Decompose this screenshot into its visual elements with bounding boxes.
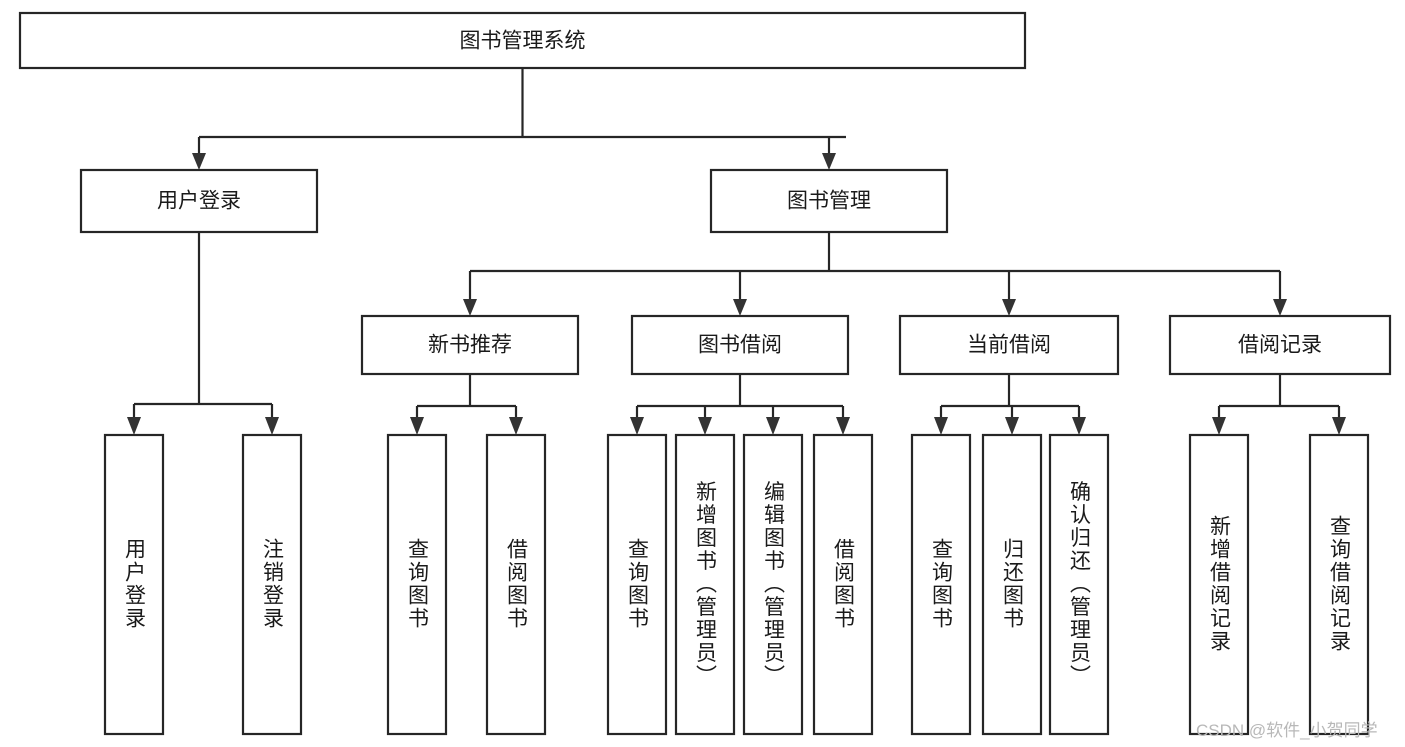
node-leaf-edit-book-label: 编辑图书（管理员） <box>762 481 786 688</box>
node-book-borrow[interactable]: 图书借阅 <box>630 314 850 376</box>
arrow-to-borrow-record <box>1273 299 1287 316</box>
node-user-login[interactable]: 用户登录 <box>79 168 319 234</box>
node-leaf-confirm-return-box[interactable] <box>1048 433 1110 736</box>
node-book-borrow-box[interactable] <box>630 314 850 376</box>
node-new-book-recommend-label: 新书推荐 <box>428 334 512 357</box>
node-leaf-query-book-1-label: 查询图书 <box>406 538 430 630</box>
arrow-to-leaf-query-book-2 <box>630 417 644 435</box>
arrow-to-new-book-recommend <box>463 299 477 316</box>
arrow-to-leaf-query-record <box>1332 417 1346 435</box>
node-leaf-add-book[interactable]: 新增图书（管理员） <box>674 433 736 736</box>
node-leaf-logout-box[interactable] <box>241 433 303 736</box>
node-leaf-user-login-box[interactable] <box>103 433 165 736</box>
node-root-label: 图书管理系统 <box>460 30 586 53</box>
arrow-to-leaf-borrow-book-2 <box>836 417 850 435</box>
node-leaf-query-book-2-label: 查询图书 <box>626 538 650 630</box>
arrow-to-leaf-add-record <box>1212 417 1226 435</box>
arrow-to-leaf-edit-book <box>766 417 780 435</box>
node-leaf-query-book-1-box[interactable] <box>386 433 448 736</box>
node-leaf-borrow-book-1-label: 借阅图书 <box>505 538 529 630</box>
node-borrow-record[interactable]: 借阅记录 <box>1168 314 1392 376</box>
arrow-to-leaf-add-book <box>698 417 712 435</box>
node-leaf-borrow-book-1[interactable]: 借阅图书 <box>485 433 547 736</box>
node-leaf-query-book-1[interactable]: 查询图书 <box>386 433 448 736</box>
node-root[interactable]: 图书管理系统 <box>18 11 1027 70</box>
arrow-to-leaf-confirm-return <box>1072 417 1086 435</box>
node-book-borrow-label: 图书借阅 <box>698 334 782 357</box>
node-book-manage-box[interactable] <box>709 168 949 234</box>
node-new-book-recommend[interactable]: 新书推荐 <box>360 314 580 376</box>
node-leaf-add-book-box[interactable] <box>674 433 736 736</box>
node-leaf-logout[interactable]: 注销登录 <box>241 433 303 736</box>
node-leaf-logout-label: 注销登录 <box>261 538 285 630</box>
node-leaf-confirm-return-label: 确认归还（管理员） <box>1068 481 1092 688</box>
node-current-borrow-box[interactable] <box>898 314 1120 376</box>
node-leaf-query-record[interactable]: 查询借阅记录 <box>1308 433 1370 736</box>
arrow-to-current-borrow <box>1002 299 1016 316</box>
node-leaf-query-book-2[interactable]: 查询图书 <box>606 433 668 736</box>
node-leaf-add-record-box[interactable] <box>1188 433 1250 736</box>
node-current-borrow-label: 当前借阅 <box>967 334 1051 357</box>
arrow-to-book-manage <box>822 153 836 170</box>
node-leaf-borrow-book-2[interactable]: 借阅图书 <box>812 433 874 736</box>
node-leaf-return-book-box[interactable] <box>981 433 1043 736</box>
arrow-to-leaf-query-book-1 <box>410 417 424 435</box>
node-leaf-add-record-label: 新增借阅记录 <box>1208 515 1232 653</box>
node-leaf-confirm-return[interactable]: 确认归还（管理员） <box>1048 433 1110 736</box>
arrow-to-user-login <box>192 153 206 170</box>
node-new-book-recommend-box[interactable] <box>360 314 580 376</box>
node-borrow-record-box[interactable] <box>1168 314 1392 376</box>
node-borrow-record-label: 借阅记录 <box>1238 334 1322 357</box>
node-leaf-query-book-3-label: 查询图书 <box>930 538 954 630</box>
node-leaf-query-book-3[interactable]: 查询图书 <box>910 433 972 736</box>
arrow-to-leaf-borrow-book-1 <box>509 417 523 435</box>
node-leaf-query-book-3-box[interactable] <box>910 433 972 736</box>
node-leaf-query-book-2-box[interactable] <box>606 433 668 736</box>
node-leaf-add-record[interactable]: 新增借阅记录 <box>1188 433 1250 736</box>
node-leaf-return-book[interactable]: 归还图书 <box>981 433 1043 736</box>
node-leaf-add-book-label: 新增图书（管理员） <box>694 481 718 688</box>
node-leaf-user-login-label: 用户登录 <box>123 538 147 630</box>
arrow-to-leaf-logout <box>265 417 279 435</box>
node-leaf-borrow-book-2-box[interactable] <box>812 433 874 736</box>
node-leaf-user-login[interactable]: 用户登录 <box>103 433 165 736</box>
node-user-login-box[interactable] <box>79 168 319 234</box>
connector-layer <box>127 68 1346 435</box>
node-leaf-edit-book[interactable]: 编辑图书（管理员） <box>742 433 804 736</box>
arrow-to-book-borrow <box>733 299 747 316</box>
arrow-to-leaf-query-book-3 <box>934 417 948 435</box>
node-leaf-borrow-book-2-label: 借阅图书 <box>832 538 856 630</box>
node-root-box[interactable] <box>18 11 1027 70</box>
node-book-manage[interactable]: 图书管理 <box>709 168 949 234</box>
node-leaf-query-record-label: 查询借阅记录 <box>1328 515 1352 653</box>
node-leaf-query-record-box[interactable] <box>1308 433 1370 736</box>
node-user-login-label: 用户登录 <box>157 190 241 213</box>
node-book-manage-label: 图书管理 <box>787 190 871 213</box>
arrow-to-leaf-return-book <box>1005 417 1019 435</box>
node-current-borrow[interactable]: 当前借阅 <box>898 314 1120 376</box>
node-leaf-edit-book-box[interactable] <box>742 433 804 736</box>
node-leaf-return-book-label: 归还图书 <box>1001 538 1025 630</box>
node-leaf-borrow-book-1-box[interactable] <box>485 433 547 736</box>
arrow-to-leaf-user-login <box>127 417 141 435</box>
